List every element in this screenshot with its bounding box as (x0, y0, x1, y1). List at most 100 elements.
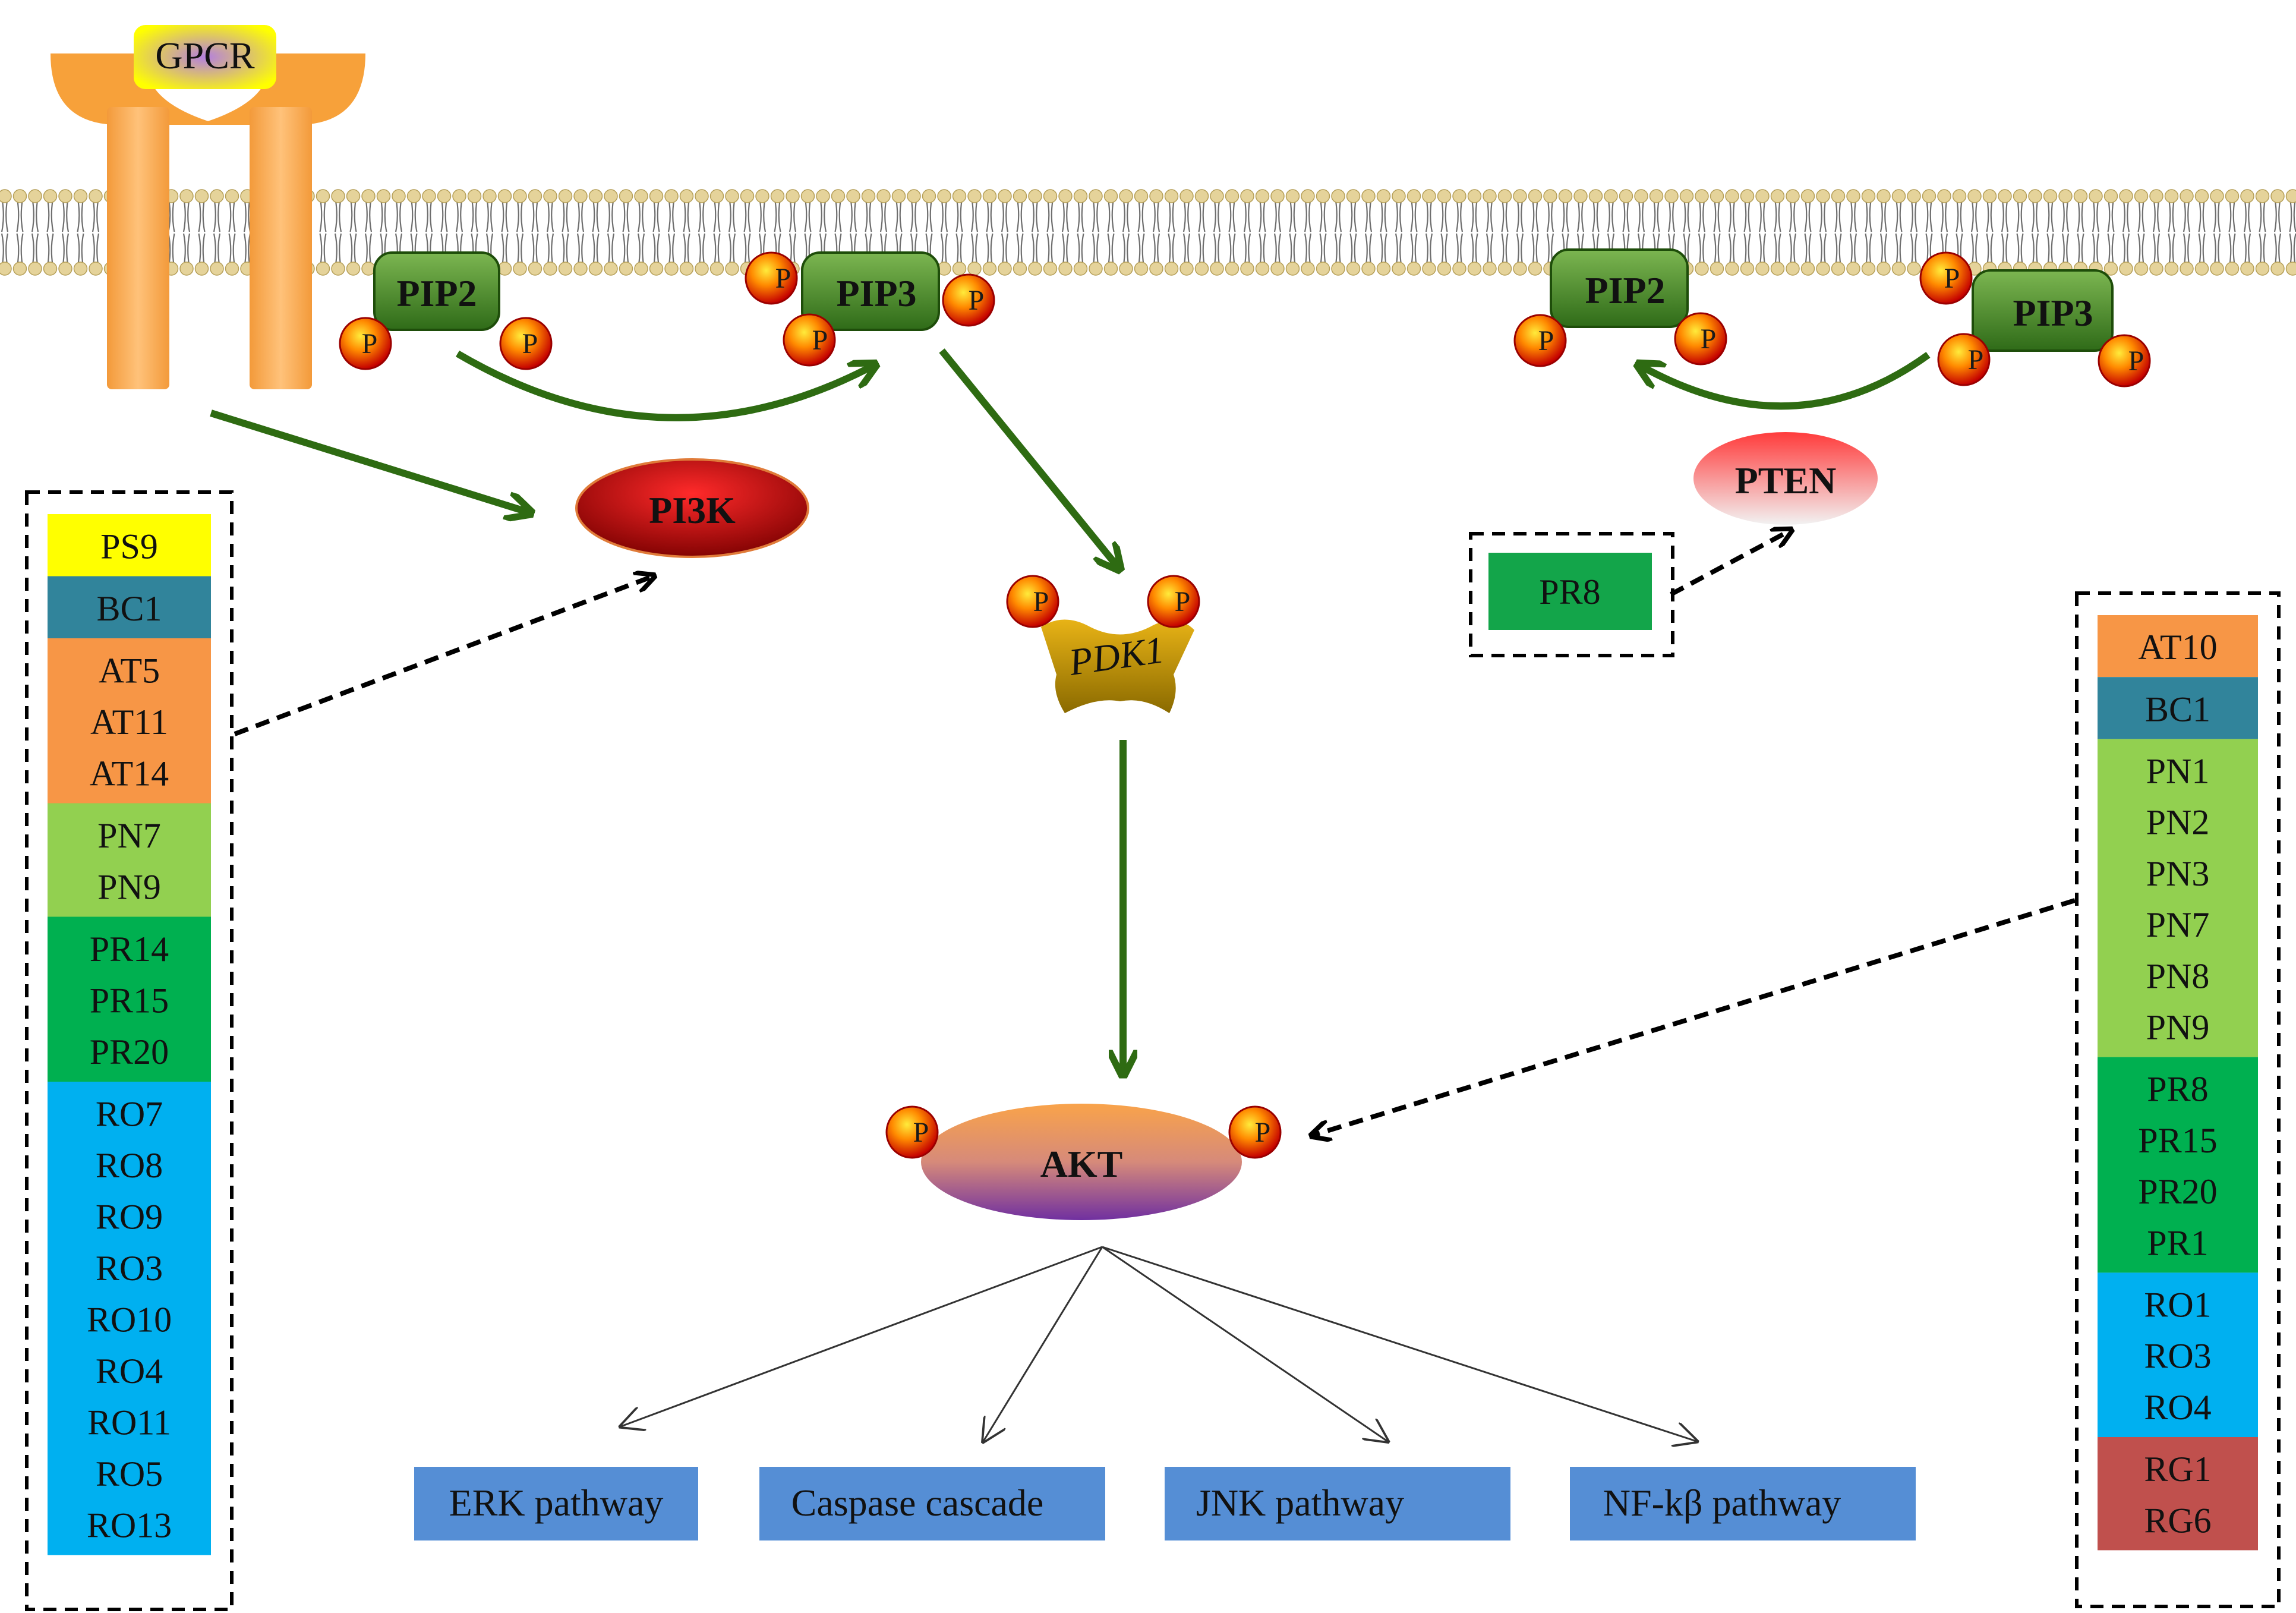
lipid-tail (61, 200, 70, 265)
lipid-tail (667, 200, 676, 265)
lipid-head (2058, 189, 2073, 203)
compound-group-band (1488, 553, 1652, 630)
lipid-tail (1834, 200, 1842, 265)
lipid-head (1225, 189, 1240, 203)
lipid-head (2013, 189, 2027, 203)
lipid-tail (2031, 200, 2039, 265)
lipid-tail (213, 200, 221, 265)
lipid-tail (1895, 200, 1903, 265)
phosphate-icon: P (745, 251, 798, 305)
lipid-head (1285, 189, 1300, 203)
lipid-head (1588, 189, 1603, 203)
phosphate-label: P (2128, 345, 2144, 377)
lipid-head (2255, 262, 2270, 276)
lipid-head (1392, 189, 1406, 203)
compound-label: PN9 (97, 867, 161, 906)
phosphate-label: P (1968, 344, 1984, 376)
lipid-head (543, 262, 557, 276)
lipid-head (1028, 262, 1042, 276)
akt-label: AKT (1040, 1143, 1123, 1185)
lipid-tail (1622, 200, 1630, 265)
phosphate-label: P (969, 285, 985, 316)
lipid-tail (2077, 200, 2084, 265)
lipid-head (1513, 189, 1527, 203)
lipid-head (619, 262, 633, 276)
pi3k-enzyme: PI3K (575, 458, 809, 558)
lipid-head (1331, 262, 1345, 276)
lipid-head (1695, 189, 1709, 203)
lipid-head (1604, 189, 1618, 203)
lipid-head (1891, 189, 1906, 203)
lipid-tail (895, 200, 903, 265)
compound-label: AT10 (2138, 628, 2217, 667)
lipid-head (2149, 262, 2163, 276)
lipid-head (210, 189, 224, 203)
lipid-head (1058, 189, 1073, 203)
lipid-head (709, 262, 724, 276)
lipid-head (1210, 189, 1224, 203)
lipid-tail (2273, 200, 2282, 265)
compound-group-band (2098, 739, 2258, 1057)
lipid-tail (1501, 200, 1509, 265)
phosphate-icon: P (1919, 251, 1973, 305)
lipid-head (770, 189, 785, 203)
lipid-head (406, 189, 421, 203)
lipid-tail (1289, 200, 1297, 265)
phosphate-icon: P (1147, 575, 1200, 628)
lipid-head (1406, 189, 1421, 203)
phosphate-icon: P (885, 1105, 939, 1159)
lipid-tail (168, 200, 175, 265)
lipid-tail (46, 200, 54, 265)
lipid-head (2210, 262, 2224, 276)
lipid-head (1497, 189, 1512, 203)
lipid-head (346, 262, 361, 276)
lipid-tail (1713, 200, 1721, 265)
lipid-head (2210, 189, 2224, 203)
lipid-head (73, 262, 88, 276)
lipid-head (0, 189, 12, 203)
lipid-head (2043, 189, 2058, 203)
lipid-head (1982, 189, 1997, 203)
lipid-head (558, 262, 573, 276)
lipid-head (179, 189, 194, 203)
phosphate-label: P (812, 325, 828, 356)
lipid-tail (1213, 200, 1221, 265)
lipid-head (1346, 262, 1361, 276)
lipid-head (2225, 262, 2240, 276)
lipid-tail (334, 200, 342, 265)
lipid-head (1922, 189, 1937, 203)
lipid-head (1103, 189, 1118, 203)
lipid-tail (1061, 200, 1070, 265)
phosphate-label: P (1944, 263, 1960, 294)
lipid-head (1816, 189, 1830, 203)
phosphate-label: P (775, 263, 791, 294)
lipid-tail (1486, 200, 1494, 265)
lipid-head (89, 189, 103, 203)
dashed-arrow-left-list-to-pi3k (234, 576, 652, 736)
arrow-akt-to-caspase (983, 1246, 1103, 1441)
lipid-head (831, 189, 846, 203)
lipid-tail (2061, 200, 2070, 265)
phosphate-label: P (1255, 1117, 1271, 1148)
lipid-head (619, 189, 633, 203)
compound-label: RO4 (2144, 1388, 2211, 1427)
lipid-tail (2243, 200, 2251, 265)
lipid-head (482, 189, 497, 203)
lipid-tail (1395, 200, 1403, 265)
arrow-akt-to-jnk (1102, 1246, 1387, 1441)
lipid-head (649, 189, 664, 203)
lipid-head (1876, 189, 1891, 203)
right-compound-box (2075, 591, 2281, 1608)
compound-label: BC1 (96, 589, 162, 628)
gpcr-label: GPCR (155, 34, 255, 77)
arrow-akt-to-nfkb (1102, 1246, 1696, 1441)
lipid-head (1558, 189, 1573, 203)
lipid-head (1270, 189, 1285, 203)
compound-label: RO3 (96, 1249, 163, 1288)
lipid-head (1755, 262, 1770, 276)
lipid-tail (364, 200, 373, 265)
lipid-head (497, 189, 512, 203)
compound-label: RO10 (87, 1300, 172, 1339)
lipid-head (316, 262, 330, 276)
lipid-head (1861, 262, 1876, 276)
